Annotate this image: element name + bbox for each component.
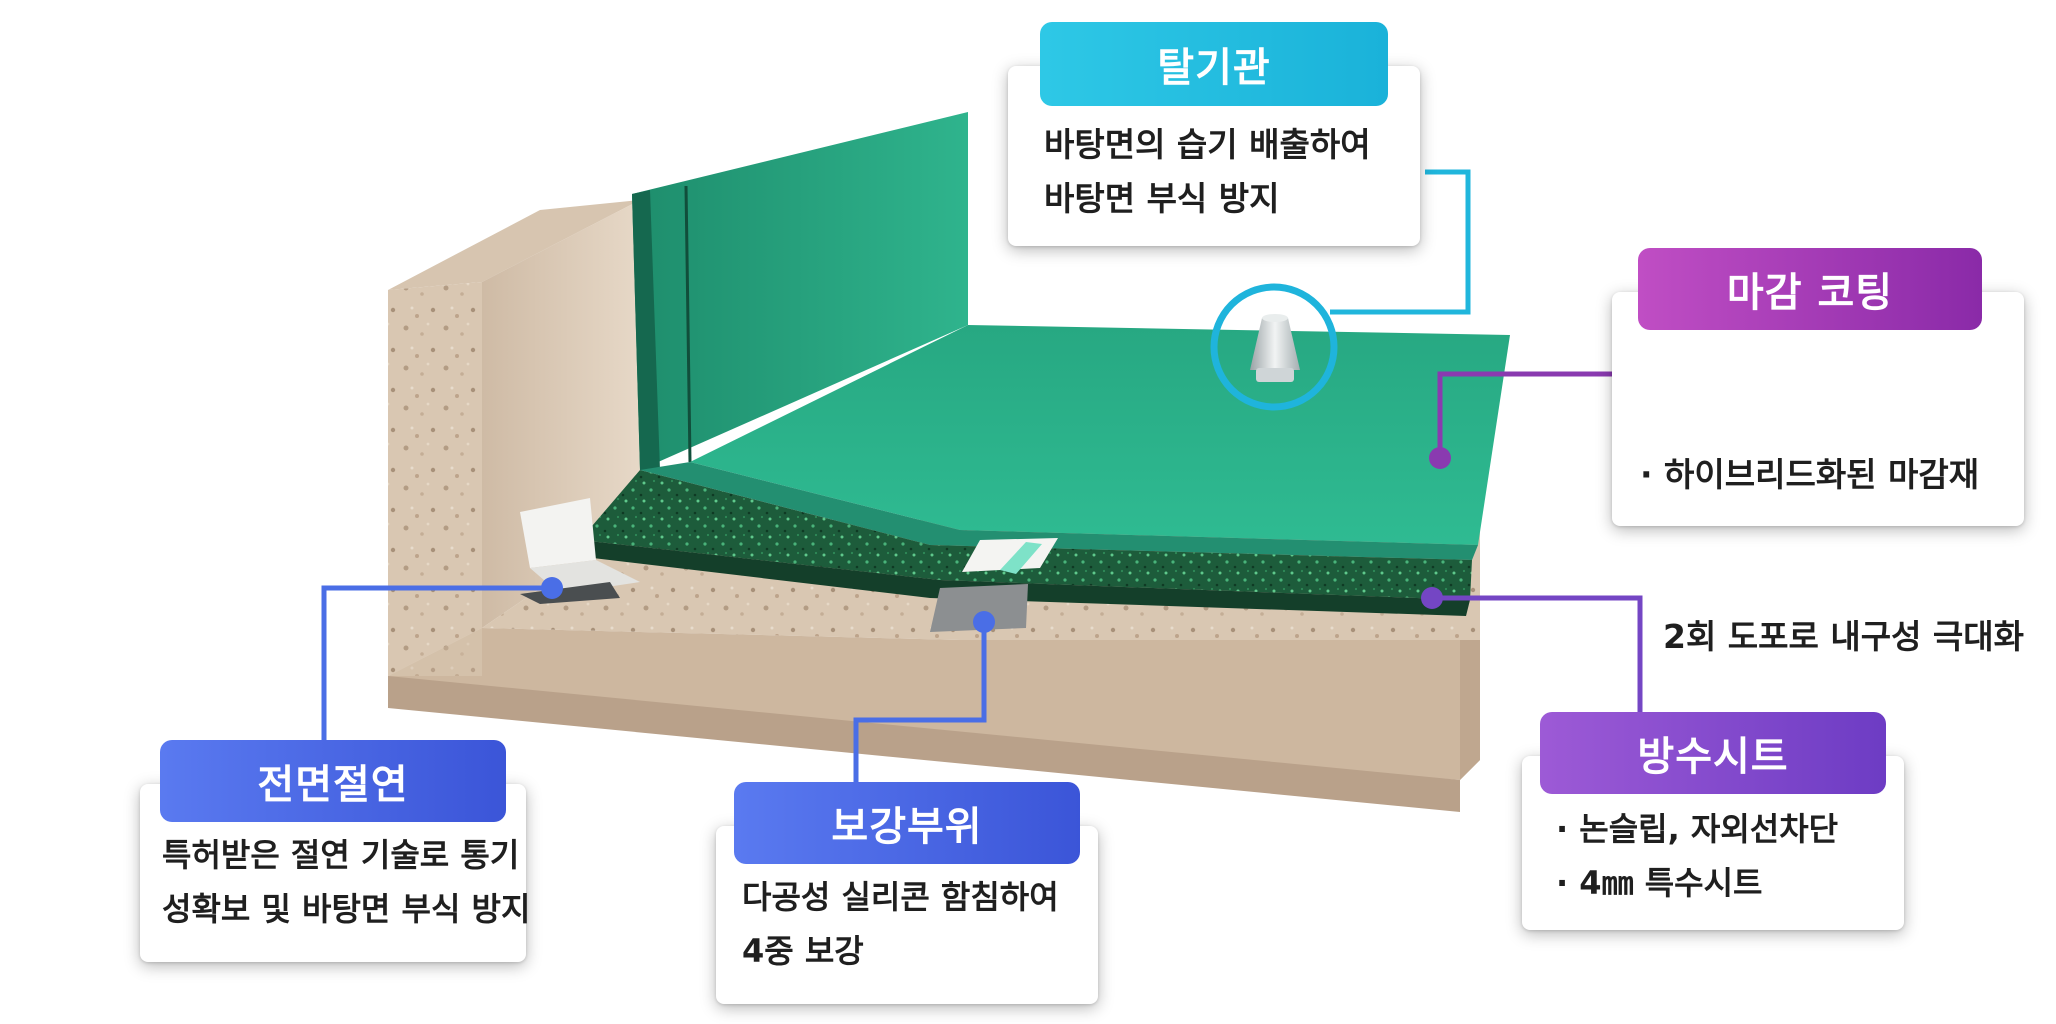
callout-reinforce-line-1: 다공성 실리콘 함침하여 <box>742 878 1059 916</box>
callout-insulation-line-2: 성확보 및 바탕면 부식 방지 <box>162 890 531 928</box>
leader-lines <box>321 169 1643 790</box>
leader-insulation <box>321 585 552 764</box>
callout-insulation-title: 전면절연 <box>160 740 506 822</box>
callout-reinforce-line-2: 4중 보강 <box>742 932 864 970</box>
callout-vent-title: 탈기관 <box>1040 22 1388 106</box>
leader-dots <box>541 447 1451 633</box>
callout-vent-line-2: 바탕면 부식 방지 <box>1044 179 1280 218</box>
callout-reinforce-title: 보강부위 <box>734 782 1080 864</box>
callout-sheet-line-2: · 4㎜ 특수시트 <box>1556 864 1763 902</box>
callout-coating-line-2: 2회 도포로 내구성 극대화 <box>1640 617 2025 656</box>
callout-coating-line-1: · 하이브리드화된 마감재 <box>1640 455 1980 494</box>
callout-vent-line-1: 바탕면의 습기 배출하여 <box>1044 125 1371 164</box>
green-wall-coating <box>632 112 968 470</box>
callout-sheet-title: 방수시트 <box>1540 712 1886 794</box>
callout-coating-card <box>1612 292 2024 526</box>
leader-reinforce <box>853 622 987 790</box>
callout-coating-title: 마감 코팅 <box>1638 248 1982 330</box>
callout-vent-text: 바탕면의 습기 배출하여 바탕면 부식 방지 <box>1044 118 1371 226</box>
waterproofing-sheet-layer <box>576 470 1472 616</box>
callout-sheet-line-1: · 논슬립, 자외선차단 <box>1556 810 1839 848</box>
leader-vent <box>1330 169 1471 315</box>
callout-insulation-line-1: 특허받은 절연 기술로 통기 <box>162 836 520 874</box>
green-floor-coating <box>640 325 1510 560</box>
leader-coating <box>1437 371 1618 458</box>
callout-sheet-text: · 논슬립, 자외선차단 · 4㎜ 특수시트 <box>1556 802 1838 910</box>
callout-insulation-text: 특허받은 절연 기술로 통기 성확보 및 바탕면 부식 방지 <box>162 828 530 936</box>
leader-sheet <box>1432 595 1643 718</box>
callout-reinforce-text: 다공성 실리콘 함침하여 4중 보강 <box>742 870 1059 978</box>
reinforcement-patch <box>930 538 1058 632</box>
vent-pipe <box>1210 283 1338 411</box>
